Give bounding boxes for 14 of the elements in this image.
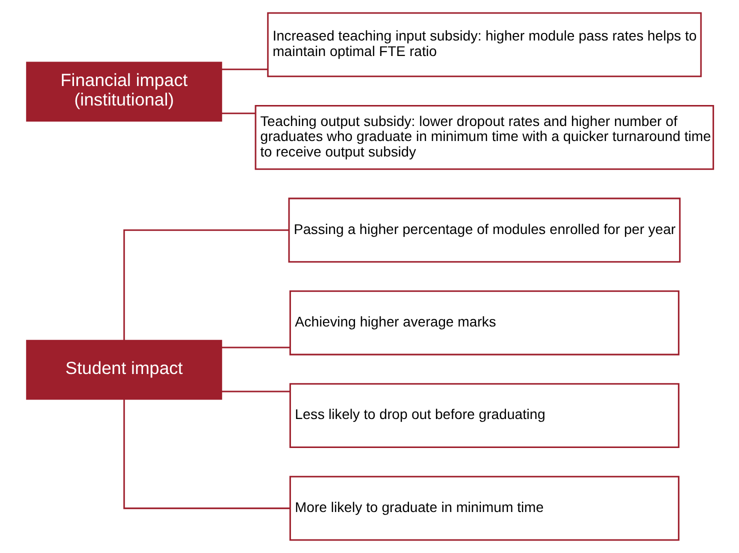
node-box: Achieving higher average marks: [288, 290, 679, 356]
connector: [221, 346, 290, 348]
node-box: Less likely to drop out before graduating: [288, 383, 679, 448]
node-box: Passing a higher percentage of modules enrolled for per year: [288, 198, 680, 263]
connector: [122, 399, 290, 510]
node-box: Teaching output subsidy: lower dropout rates and higher number of graduates who graduate in minimum time with a quicker turnaround time to receive output subsidy: [254, 104, 714, 170]
node-box: Financial impact (institutional): [26, 62, 222, 122]
connector: [221, 112, 255, 114]
node-box: More likely to graduate in minimum time: [288, 476, 679, 541]
node-box: Student impact: [26, 340, 222, 400]
node-box: Increased teaching input subsidy: higher module pass rates helps to maintain optimal FTE ratio: [266, 12, 702, 78]
connector: [122, 229, 288, 340]
connector: [221, 390, 290, 392]
connector: [221, 68, 268, 70]
